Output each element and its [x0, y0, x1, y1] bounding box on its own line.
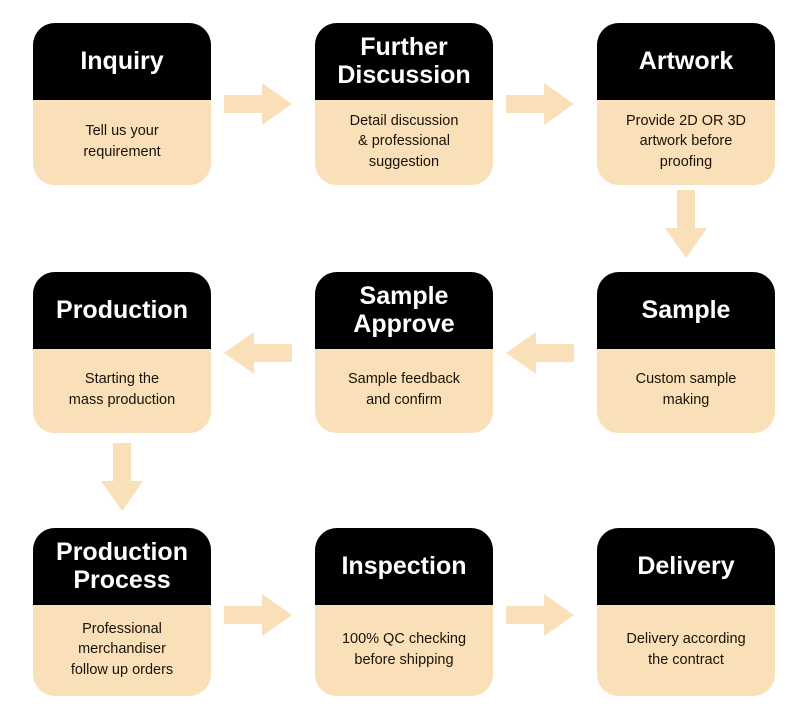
arrow-left-icon-sample-approve-to-production — [224, 332, 292, 374]
flow-node-description: Provide 2D OR 3D artwork before proofing — [597, 100, 775, 185]
flow-node-title: Further Discussion — [315, 23, 493, 100]
flow-node-title: Delivery — [597, 528, 775, 605]
flow-node-title: Inquiry — [33, 23, 211, 100]
flow-node-production[interactable]: Production Starting the mass production — [33, 272, 211, 433]
flow-node-title: Sample — [597, 272, 775, 349]
arrow-down-icon-production-to-production-process — [101, 443, 143, 511]
flow-node-sample[interactable]: Sample Custom sample making — [597, 272, 775, 433]
flow-node-artwork[interactable]: Artwork Provide 2D OR 3D artwork before … — [597, 23, 775, 185]
flow-node-description: Tell us your requirement — [33, 100, 211, 185]
flow-node-sample-approve[interactable]: Sample Approve Sample feedback and confi… — [315, 272, 493, 433]
flow-node-title: Production — [33, 272, 211, 349]
arrow-right-icon-further-discussion-to-artwork — [506, 83, 574, 125]
arrow-right-icon-inquiry-to-further-discussion — [224, 83, 292, 125]
flow-node-inspection[interactable]: Inspection 100% QC checking before shipp… — [315, 528, 493, 696]
flow-node-description: Delivery according the contract — [597, 605, 775, 696]
flow-node-title: Production Process — [33, 528, 211, 605]
flow-node-title: Artwork — [597, 23, 775, 100]
arrow-left-icon-sample-to-sample-approve — [506, 332, 574, 374]
arrow-right-icon-inspection-to-delivery — [506, 594, 574, 636]
flow-node-title: Sample Approve — [315, 272, 493, 349]
flow-node-description: Custom sample making — [597, 349, 775, 433]
arrow-right-icon-production-process-to-inspection — [224, 594, 292, 636]
flow-node-description: Sample feedback and confirm — [315, 349, 493, 433]
flow-node-description: Detail discussion & professional suggest… — [315, 100, 493, 185]
flow-node-title: Inspection — [315, 528, 493, 605]
flow-node-inquiry[interactable]: Inquiry Tell us your requirement — [33, 23, 211, 185]
flow-node-description: Professional merchandiser follow up orde… — [33, 605, 211, 696]
flow-node-further-discussion[interactable]: Further Discussion Detail discussion & p… — [315, 23, 493, 185]
flow-node-production-process[interactable]: Production Process Professional merchand… — [33, 528, 211, 696]
arrow-down-icon-artwork-to-sample — [665, 190, 707, 258]
flow-node-description: Starting the mass production — [33, 349, 211, 433]
flow-node-delivery[interactable]: Delivery Delivery according the contract — [597, 528, 775, 696]
flow-node-description: 100% QC checking before shipping — [315, 605, 493, 696]
